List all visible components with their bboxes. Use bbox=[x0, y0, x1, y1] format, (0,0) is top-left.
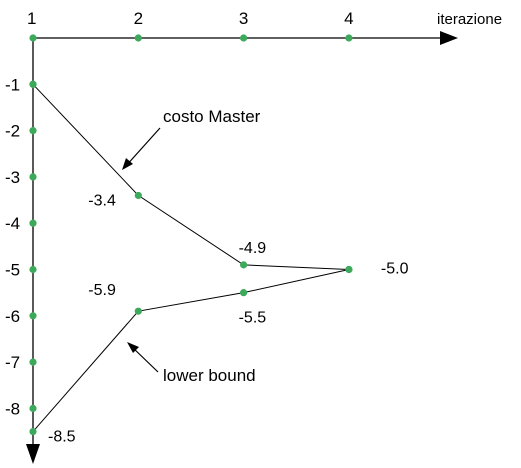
data-point bbox=[345, 265, 353, 274]
series-lines bbox=[32, 83, 350, 432]
y-tick-marker bbox=[29, 358, 37, 366]
y-tick-marker bbox=[29, 265, 37, 274]
x-tick-marker bbox=[240, 34, 248, 42]
y-tick-label: -1 bbox=[5, 75, 20, 94]
data-label: -5.5 bbox=[239, 310, 267, 327]
x-axis-arrowhead bbox=[440, 31, 458, 45]
axes bbox=[26, 31, 458, 464]
y-tick-label: -6 bbox=[5, 307, 20, 326]
y-tick-label: -2 bbox=[5, 122, 20, 141]
data-point bbox=[134, 191, 142, 200]
y-tick-marker bbox=[29, 312, 37, 320]
series-line-1 bbox=[32, 269, 350, 432]
annotation-lower-bound: lower bound bbox=[163, 366, 256, 385]
x-axis-title: iterazione bbox=[437, 11, 502, 28]
y-tick-label: -4 bbox=[5, 214, 20, 233]
y-tick-marker bbox=[29, 404, 37, 412]
annotations: costo Master lower bound bbox=[122, 107, 261, 385]
y-ticks: -1 -2 -3 -4 -5 -6 -7 -8 bbox=[5, 75, 37, 418]
x-ticks: 1 2 3 4 bbox=[27, 9, 354, 42]
annotation-arrow-costo-master bbox=[124, 127, 161, 168]
y-tick-marker bbox=[29, 219, 37, 227]
x-tick-marker bbox=[134, 34, 142, 42]
data-label: -5.0 bbox=[381, 261, 409, 278]
x-tick-label: 1 bbox=[27, 9, 36, 28]
x-tick-marker bbox=[29, 34, 37, 42]
data-label: -5.9 bbox=[88, 282, 116, 299]
y-tick-label: -3 bbox=[5, 168, 20, 187]
data-point bbox=[240, 289, 248, 297]
data-label: -8.5 bbox=[48, 429, 76, 446]
data-point bbox=[29, 427, 37, 436]
data-label: -4.9 bbox=[239, 240, 267, 257]
data-point bbox=[240, 261, 248, 269]
x-tick-label: 4 bbox=[344, 9, 353, 28]
data-point bbox=[29, 80, 37, 88]
annotation-arrowhead-costo-master bbox=[122, 158, 133, 170]
series-line-0 bbox=[32, 83, 349, 270]
data-point bbox=[134, 307, 142, 315]
y-tick-marker bbox=[29, 127, 37, 135]
annotation-arrowhead-lower-bound bbox=[127, 342, 139, 353]
markers bbox=[29, 80, 353, 436]
annotation-costo-master: costo Master bbox=[163, 107, 261, 126]
y-tick-label: -8 bbox=[5, 399, 20, 418]
x-tick-label: 3 bbox=[239, 9, 248, 28]
x-tick-label: 2 bbox=[134, 9, 143, 28]
y-tick-label: -7 bbox=[5, 353, 20, 372]
data-label: -3.4 bbox=[88, 192, 116, 209]
x-tick-marker bbox=[345, 34, 353, 42]
y-tick-label: -5 bbox=[5, 261, 20, 280]
y-axis-arrowhead bbox=[26, 444, 40, 464]
y-tick-marker bbox=[29, 173, 37, 181]
data-labels: -3.4 -4.9 -5.0 -8.5 -5.9 -5.5 bbox=[48, 192, 409, 445]
